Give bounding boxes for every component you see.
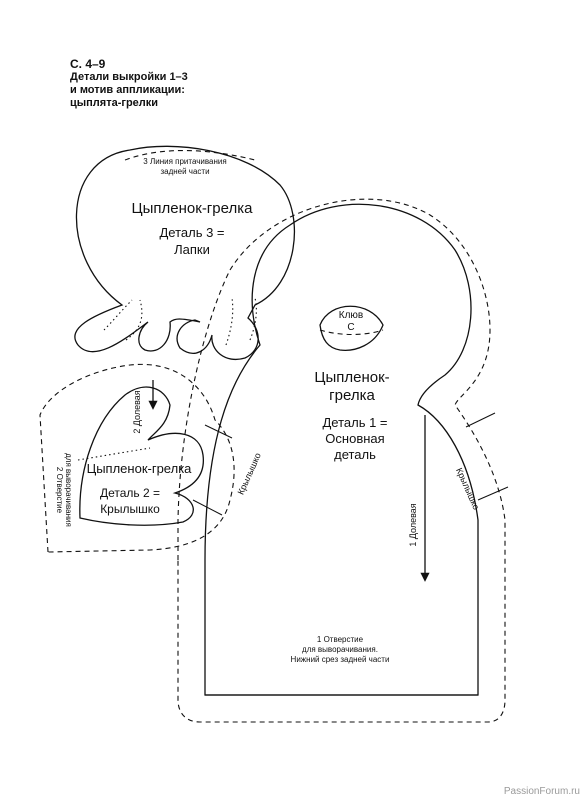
wing-mark-left-top bbox=[204, 424, 233, 439]
feet-toe-fold-right2 bbox=[249, 297, 257, 341]
caption-line-4: цыплята-грелки bbox=[70, 97, 159, 109]
wing-name: Цыпленок-грелка bbox=[87, 461, 193, 476]
feet-stitch-label-1: 3 Линия притачивания bbox=[143, 157, 226, 166]
feet-part-line-1: Деталь 3 = bbox=[159, 225, 224, 240]
wing-opening-line-2: для выворачивания bbox=[64, 453, 73, 527]
beak-label-1: Клюв bbox=[339, 310, 363, 321]
body-part-line-1: Деталь 1 = bbox=[322, 415, 387, 430]
feet-stitch-line bbox=[124, 150, 256, 161]
wing-mark-left-bottom bbox=[192, 499, 223, 516]
wing-label-left: Крылышко bbox=[236, 451, 263, 496]
body-name-line-1: Цыпленок- bbox=[314, 369, 389, 386]
wing-opening-stitch bbox=[77, 447, 151, 461]
body-seam-allowance bbox=[177, 198, 506, 723]
feet-outline bbox=[74, 145, 296, 360]
wing-part-line-2: Крылышко bbox=[100, 502, 160, 516]
beak-label-2: С bbox=[347, 322, 354, 333]
body-opening-line-2: для выворачивания. bbox=[302, 645, 378, 654]
detail-3-labels: 3 Линия притачивания задней части Цыплен… bbox=[132, 157, 254, 257]
beak-outline bbox=[319, 305, 384, 351]
caption-line-2: Детали выкройки 1–3 bbox=[70, 71, 188, 83]
feet-name: Цыпленок-грелка bbox=[132, 200, 254, 217]
body-opening-line-1: 1 Отверстие bbox=[317, 635, 364, 644]
wing-part-line-1: Деталь 2 = bbox=[100, 486, 160, 500]
detail-1-main-body: Клюв С Крылышко Крылышко 1 Долевая Цыпле… bbox=[177, 198, 509, 723]
wing-opening-line-1: 2 Отверстие bbox=[55, 467, 64, 514]
beak-piece: Клюв С bbox=[319, 305, 384, 351]
detail-3-feet bbox=[74, 145, 296, 360]
wing-seam-allowance bbox=[39, 363, 235, 553]
body-part-line-3: деталь bbox=[334, 447, 376, 462]
feet-part-line-2: Лапки bbox=[174, 242, 210, 257]
body-part-line-2: Основная bbox=[325, 431, 384, 446]
figure-caption: С. 4–9 Детали выкройки 1–3 и мотив аппли… bbox=[70, 58, 270, 110]
caption-line-3: и мотив аппликации: bbox=[70, 84, 185, 96]
wing-grain-label: 2 Долевая bbox=[132, 390, 142, 433]
body-opening-line-3: Нижний срез задней части bbox=[291, 655, 390, 664]
beak-fold-line bbox=[319, 329, 384, 335]
body-outline bbox=[204, 203, 479, 696]
body-name-line-2: грелка bbox=[329, 387, 375, 404]
watermark: PassionForum.ru bbox=[504, 786, 580, 797]
feet-toe-fold-right1 bbox=[225, 297, 234, 346]
wing-mark-right-top bbox=[465, 412, 496, 428]
caption-page-ref: С. 4–9 bbox=[70, 57, 106, 71]
wing-outline bbox=[79, 386, 204, 526]
feet-toe-fold-mid bbox=[125, 299, 143, 341]
feet-stitch-label-2: задней части bbox=[160, 167, 209, 176]
wing-mark-right-bottom bbox=[477, 486, 509, 501]
body-grain-label: 1 Долевая bbox=[408, 503, 418, 546]
feet-toe-fold-left bbox=[103, 299, 133, 331]
detail-2-wing: 2 Долевая Цыпленок-грелка Деталь 2 = Кры… bbox=[39, 363, 235, 553]
